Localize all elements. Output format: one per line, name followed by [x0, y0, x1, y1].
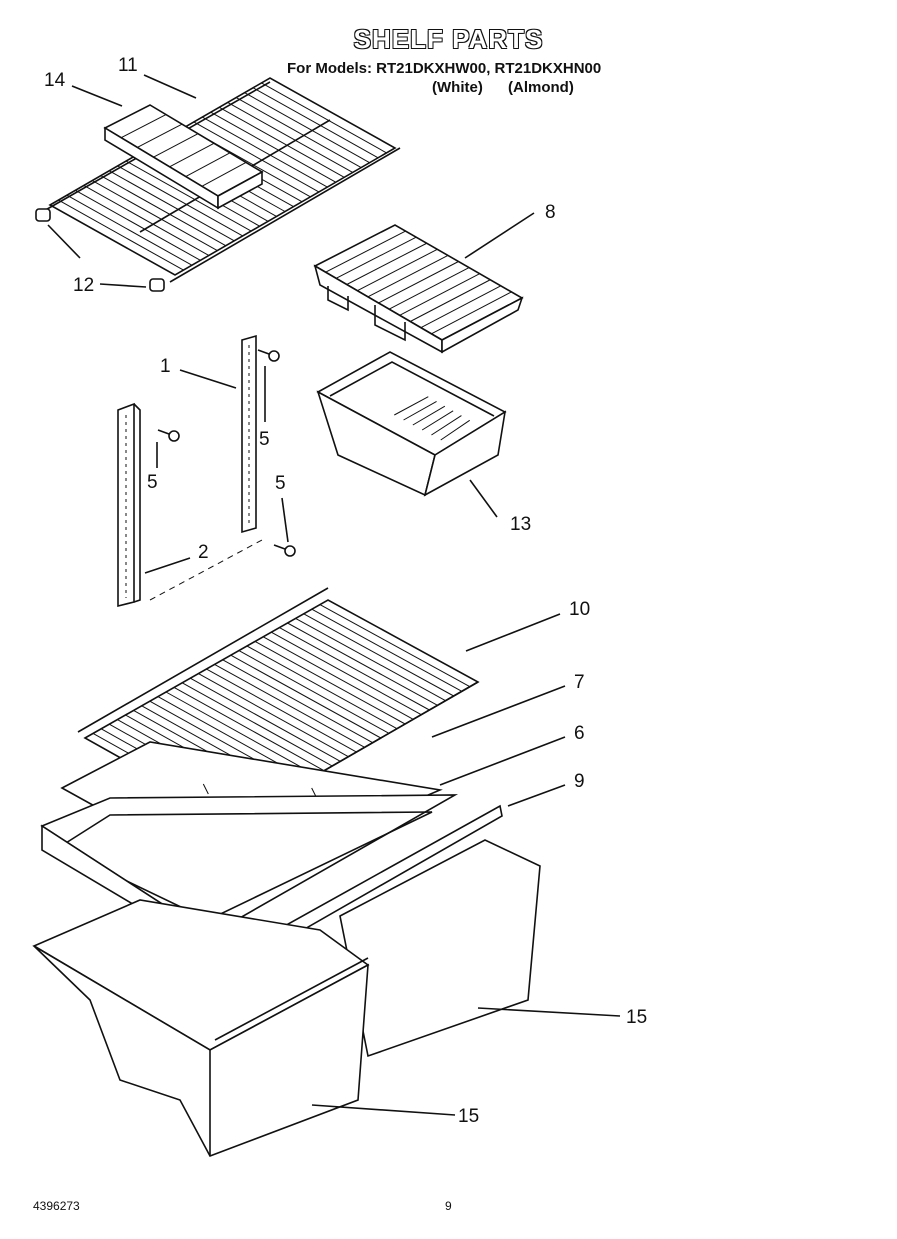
end-cap-drawing — [35, 208, 165, 292]
shelf-bracket-drawing — [117, 334, 257, 608]
callout-14: 14 — [44, 70, 66, 91]
callout-15-lower: 15 — [458, 1106, 479, 1127]
leader-lines — [47, 74, 621, 1116]
callout-1: 1 — [160, 356, 171, 377]
ice-tray-drawing — [103, 104, 264, 210]
callout-5-left: 5 — [147, 472, 158, 493]
callout-2: 2 — [198, 542, 209, 563]
variant-almond-label: (Almond) — [508, 79, 574, 96]
callout-7: 7 — [574, 672, 585, 693]
callout-15-right: 15 — [626, 1007, 647, 1028]
callout-13: 13 — [510, 514, 531, 535]
models-line: For Models: RT21DKXHW00, RT21DKXHN00 — [287, 60, 602, 77]
callout-6: 6 — [574, 723, 585, 744]
callout-9: 9 — [574, 771, 585, 792]
document-number: 4396273 — [33, 1199, 80, 1213]
page-title: SHELF PARTS — [353, 24, 544, 54]
page-number: 9 — [445, 1199, 452, 1213]
callout-11: 11 — [118, 55, 138, 76]
variant-white-label: (White) — [432, 79, 483, 96]
deli-drawer-drawing — [316, 351, 507, 497]
callout-12: 12 — [73, 275, 94, 296]
callout-8: 8 — [545, 202, 556, 223]
crisper-drawer-drawing — [32, 839, 541, 1157]
callout-5-upper: 5 — [259, 429, 270, 450]
crisper-cover-shelf-drawing — [313, 224, 524, 354]
screw-drawing — [157, 349, 296, 557]
callout-10: 10 — [569, 599, 590, 620]
callout-5-lower: 5 — [275, 473, 286, 494]
